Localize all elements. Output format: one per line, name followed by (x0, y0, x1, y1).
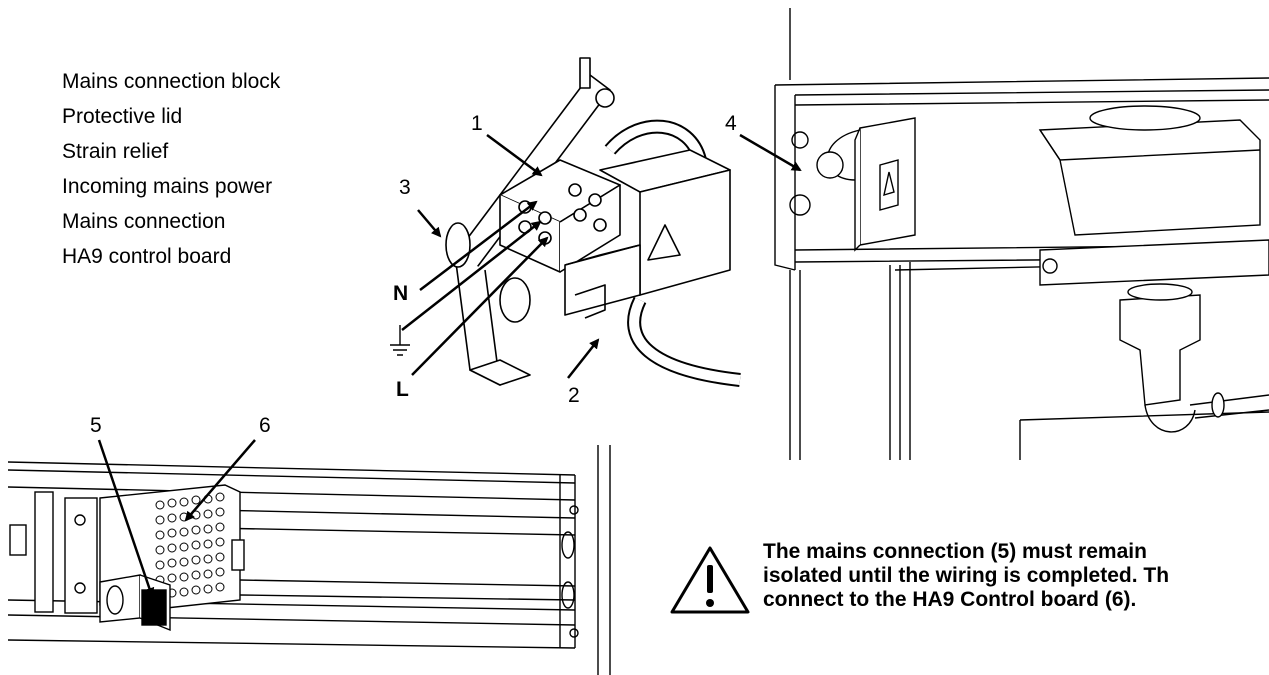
legend-item-ha9-control-board: HA9 control board (62, 245, 232, 268)
operator-rail-drawing (774, 8, 1269, 460)
callout-4: 4 (725, 112, 737, 135)
warning-triangle-icon (670, 546, 750, 614)
callout-6: 6 (259, 414, 271, 437)
legend-item-incoming-mains-power: Incoming mains power (62, 175, 273, 198)
leader-lines-board (97, 439, 256, 598)
live-label: L (396, 378, 409, 401)
neutral-label: N (393, 282, 409, 305)
perforation-holes (155, 492, 225, 598)
control-board-rail-drawing (7, 445, 611, 675)
leader-lines-block (401, 133, 600, 379)
callout-2: 2 (568, 384, 580, 407)
component-legend: Mains connection block Protective lid St… (62, 64, 280, 274)
legend-item-strain-relief: Strain relief (62, 140, 169, 163)
warning-line-1: The mains connection (5) must remain (763, 540, 1147, 563)
callout-3: 3 (399, 176, 411, 199)
warning-line-2: isolated until the wiring is completed. … (763, 564, 1170, 587)
legend-item-protective-lid: Protective lid (62, 105, 183, 128)
callout-1: 1 (471, 112, 483, 135)
warning-text: The mains connection (5) must remain iso… (763, 540, 1269, 612)
leader-line-4 (739, 133, 802, 172)
callout-5: 5 (90, 414, 102, 437)
warning-notice: The mains connection (5) must remain iso… (668, 535, 1269, 625)
legend-item-mains-connection-block: Mains connection block (62, 70, 281, 93)
warning-line-3: connect to the HA9 Control board (6). (763, 588, 1137, 611)
legend-item-mains-connection: Mains connection (62, 210, 226, 233)
mains-connection-block-drawing (390, 57, 741, 387)
